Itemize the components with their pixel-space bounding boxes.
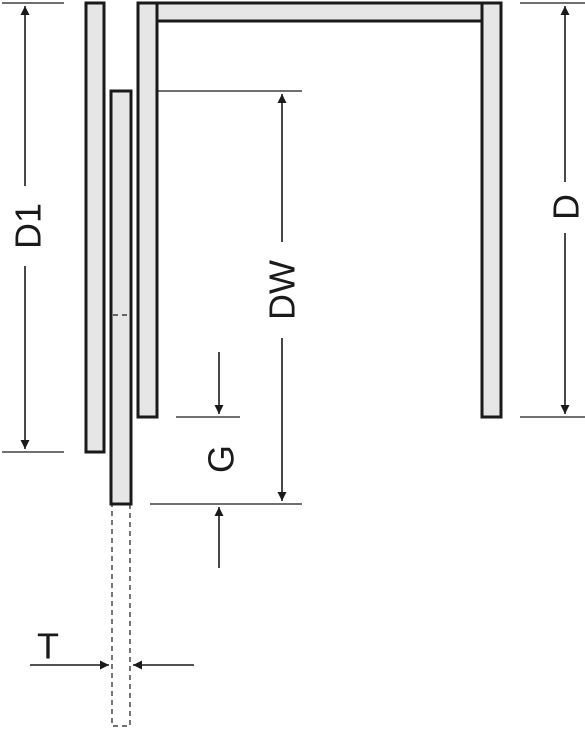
panels (84, 1, 503, 506)
t-label: T (37, 626, 59, 667)
door-extended-position-outline (111, 503, 131, 727)
dimension-lines (20, 6, 570, 670)
right-side-panel (480, 1, 503, 419)
g-label: G (201, 445, 242, 473)
left-side-panel (136, 1, 159, 419)
outer-front-panel (84, 1, 106, 454)
hidden-lines (111, 314, 131, 727)
d-label: D (546, 194, 585, 220)
extension-lines (2, 2, 585, 505)
sliding-door-panel (109, 89, 133, 506)
d1-label: D1 (8, 203, 49, 249)
top-back-panel (155, 1, 484, 23)
dw-label: DW (262, 260, 303, 320)
